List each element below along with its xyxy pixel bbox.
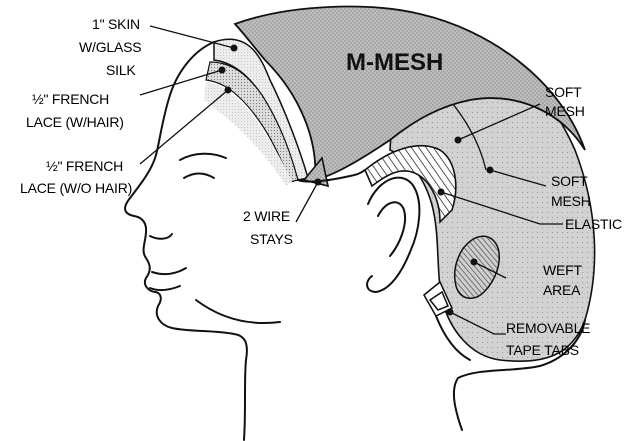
label-lace-hair-line2: LACE (W/HAIR) [26, 114, 124, 130]
label-soft-mesh-a-line1: SOFT [545, 84, 582, 100]
label-elastic: ELASTIC [565, 216, 622, 232]
m-mesh-title: M-MESH [346, 49, 443, 76]
label-skin-line2: W/GLASS [79, 39, 141, 55]
dot-soft-a [455, 137, 462, 144]
label-skin-line3: SILK [106, 62, 136, 78]
label-skin-line1: 1" SKIN [92, 16, 140, 32]
ear-outer [367, 178, 419, 292]
ear-inner [378, 202, 405, 256]
label-soft-mesh-b-line1: SOFT [551, 173, 588, 189]
elastic-band [365, 146, 456, 222]
dot-skin [231, 45, 238, 52]
label-weft-line1: WEFT [543, 262, 583, 278]
dot-tape [447, 309, 454, 316]
label-lace-nohair-line2: LACE (W/O HAIR) [20, 180, 132, 196]
nostril [150, 234, 172, 239]
label-soft-mesh-b-line2: MESH [551, 193, 591, 209]
mouth [152, 268, 186, 274]
label-tape-line1: REMOVABLE [506, 320, 590, 336]
label-wire-line1: 2 WIRE [243, 208, 290, 224]
label-soft-mesh-a-line2: MESH [545, 103, 585, 119]
leader-wire [296, 182, 318, 222]
jaw-line [196, 300, 280, 323]
label-wire-line2: STAYS [250, 231, 293, 247]
label-lace-nohair-line1: ½" FRENCH [46, 158, 123, 174]
label-weft-line2: AREA [543, 282, 581, 298]
lip-line [150, 286, 180, 290]
ear [367, 178, 419, 292]
dot-elastic [438, 189, 445, 196]
dot-soft-b [487, 167, 494, 174]
eyebrow [180, 154, 226, 160]
eye [184, 174, 214, 179]
dot-weft [471, 259, 478, 266]
label-lace-hair-line1: ½" FRENCH [32, 91, 109, 107]
label-tape-line2: TAPE TABS [506, 342, 579, 358]
dot-lace-hair [219, 67, 226, 74]
dot-lace-nohair [225, 87, 232, 94]
dot-wire [315, 179, 322, 186]
leader-lace-nohair [140, 90, 228, 164]
leader-skin [150, 26, 234, 48]
